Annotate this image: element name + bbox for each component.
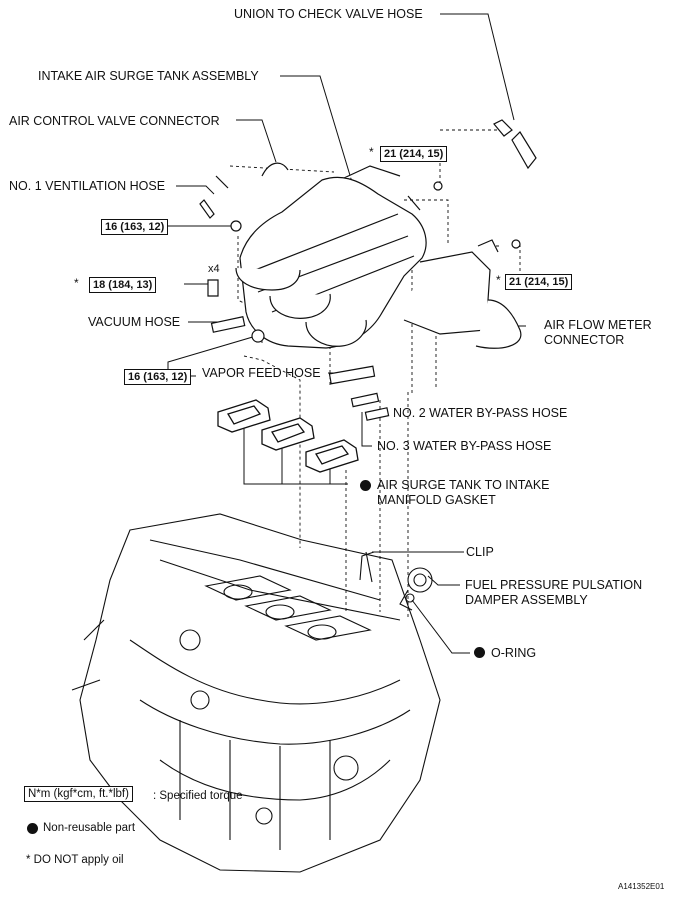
no1-ventilation-hose-label: NO. 1 VENTILATION HOSE [9,179,166,193]
fuel-pressure-damper-label: FUEL PRESSURE PULSATION DAMPER ASSEMBLY [465,578,643,607]
air-flow-meter-connector-label: AIR FLOW METER CONNECTOR [544,318,652,347]
gasket-label: AIR SURGE TANK TO INTAKE MANIFOLD GASKET [377,478,550,507]
legend-no-oil-text: * DO NOT apply oil [26,854,124,866]
torque-spec: 16 (163, 12) [124,369,192,385]
torque-spec: 16 (163, 12) [101,219,169,235]
o-ring-label: O-RING [491,646,537,660]
vacuum-hose-label: VACUUM HOSE [88,315,181,329]
no-oil-marker: * [74,276,79,290]
figure-id: A141352E01 [618,882,665,891]
intake-air-surge-tank-label: INTAKE AIR SURGE TANK ASSEMBLY [38,69,259,83]
legend-torque-box: N*m (kgf*cm, ft.*lbf) [24,786,133,802]
clip-label: CLIP [466,545,494,559]
air-control-valve-connector-label: AIR CONTROL VALVE CONNECTOR [9,114,220,128]
nonreusable-marker [474,647,485,658]
union-to-check-valve-hose-label: UNION TO CHECK VALVE HOSE [234,7,423,21]
legend-nonreusable-text: Non-reusable part [43,822,136,834]
torque-spec: 21 (214, 15) [505,274,573,290]
torque-spec: 21 (214, 15) [380,146,448,162]
legend-torque-text: : Specified torque [153,790,243,802]
no2-water-bypass-hose-label: NO. 2 WATER BY-PASS HOSE [393,406,568,420]
bolt-quantity-label: x4 [208,263,220,275]
legend-nonreusable-marker [27,823,38,834]
no-oil-marker: * [496,273,501,287]
no-oil-marker: * [369,145,374,159]
no3-water-bypass-hose-label: NO. 3 WATER BY-PASS HOSE [377,439,552,453]
nonreusable-marker [360,480,371,491]
torque-spec: 18 (184, 13) [89,277,157,293]
vapor-feed-hose-label: VAPOR FEED HOSE [202,366,321,380]
